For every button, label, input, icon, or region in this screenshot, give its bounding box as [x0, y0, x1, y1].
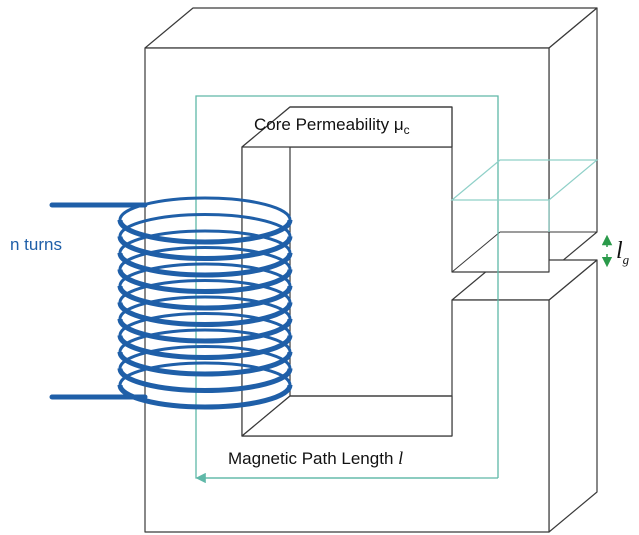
core-right-face-lower — [548, 259, 598, 533]
coil-turn-back — [118, 361, 292, 386]
coil-turn — [117, 302, 293, 327]
coil-turn-back — [118, 312, 292, 336]
coil-turn-back — [118, 295, 292, 320]
coil-turn — [117, 269, 293, 294]
coil-turn-back — [118, 345, 292, 369]
coil-turn — [117, 236, 293, 261]
coil-turn-back — [118, 196, 292, 221]
coil-turn — [117, 318, 293, 344]
path-length-label: Magnetic Path Length l — [228, 448, 403, 468]
coil-turn — [117, 219, 293, 245]
core-top-face — [144, 7, 598, 49]
coil-turn-back — [118, 328, 292, 353]
coil-turn — [117, 252, 293, 278]
coil-turn-back — [118, 229, 292, 254]
coil-turn-back — [118, 279, 292, 303]
n-turns-label: n turns — [10, 235, 62, 254]
coil-turn-back — [118, 262, 292, 287]
coil-turn — [117, 335, 293, 360]
coil-turn-back — [118, 246, 292, 270]
magnetic-path — [195, 95, 499, 484]
coil-turn — [117, 384, 293, 410]
coil-turns — [117, 196, 293, 410]
coil-turn — [117, 351, 293, 377]
gap-cross-section — [450, 159, 599, 232]
gap-length-label: lg — [616, 238, 630, 267]
coil-turn — [117, 368, 293, 393]
coil-turn — [117, 285, 293, 311]
core-permeability-label: Core Permeability μc — [254, 115, 410, 137]
coil — [49, 202, 148, 400]
coil-turn-back — [118, 213, 292, 237]
